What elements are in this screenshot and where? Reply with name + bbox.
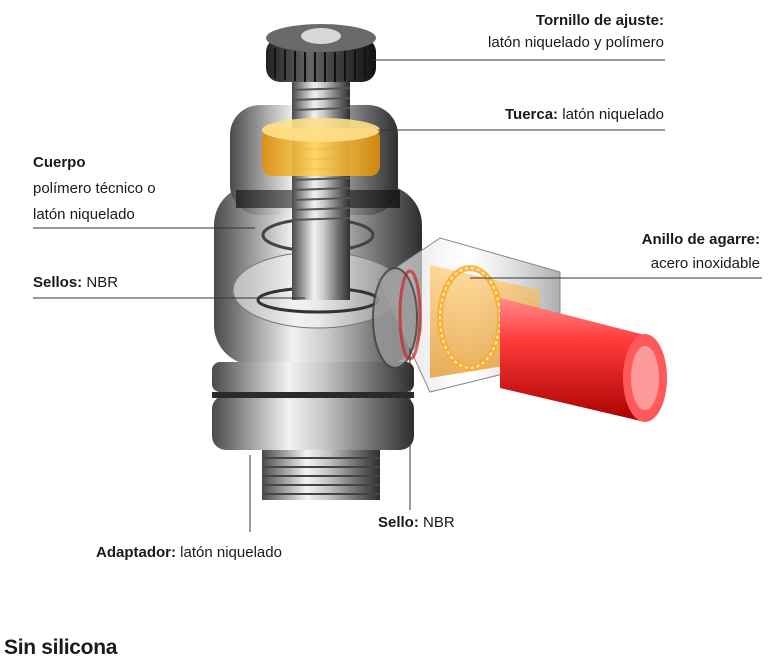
label-tornillo-desc: latón niquelado y polímero [488, 34, 664, 51]
label-tuerca-desc: latón niquelado [562, 106, 664, 123]
label-sello-title: Sello: [378, 514, 419, 531]
nut-part [262, 118, 380, 176]
label-anillo-title: Anillo de agarre: [641, 231, 760, 248]
label-sello-desc: NBR [423, 514, 455, 531]
adapter-part [212, 362, 414, 500]
label-tuerca: Tuerca: latón niquelado [505, 104, 664, 126]
label-sellos-desc: NBR [86, 274, 119, 291]
label-tornillo: Tornillo de ajuste: latón niquelado y po… [488, 10, 664, 54]
label-adaptador-desc: latón niquelado [180, 544, 282, 561]
leader-lines [33, 59, 762, 532]
label-tuerca-title: Tuerca: [504, 106, 559, 123]
red-tube [500, 298, 667, 422]
label-sellos: Sellos: NBR [33, 272, 118, 294]
label-cuerpo: Cuerpo polímero técnico o latón niquelad… [33, 150, 156, 228]
label-cuerpo-desc2: latón niquelado [33, 206, 135, 223]
footer-title: Sin silicona [4, 636, 118, 659]
label-sellos-title: Sellos: [33, 274, 83, 291]
label-adaptador-title: Adaptador: [96, 544, 176, 561]
label-adaptador: Adaptador: latón niquelado [96, 542, 282, 564]
label-anillo: Anillo de agarre: acero inoxidable [642, 228, 760, 276]
adjusting-screw-part [266, 24, 376, 300]
label-anillo-desc: acero inoxidable [650, 255, 760, 272]
label-cuerpo-desc1: polímero técnico o [33, 180, 156, 197]
label-cuerpo-title: Cuerpo [33, 154, 86, 171]
label-tornillo-title: Tornillo de ajuste: [535, 12, 664, 29]
label-sello: Sello: NBR [378, 512, 455, 534]
